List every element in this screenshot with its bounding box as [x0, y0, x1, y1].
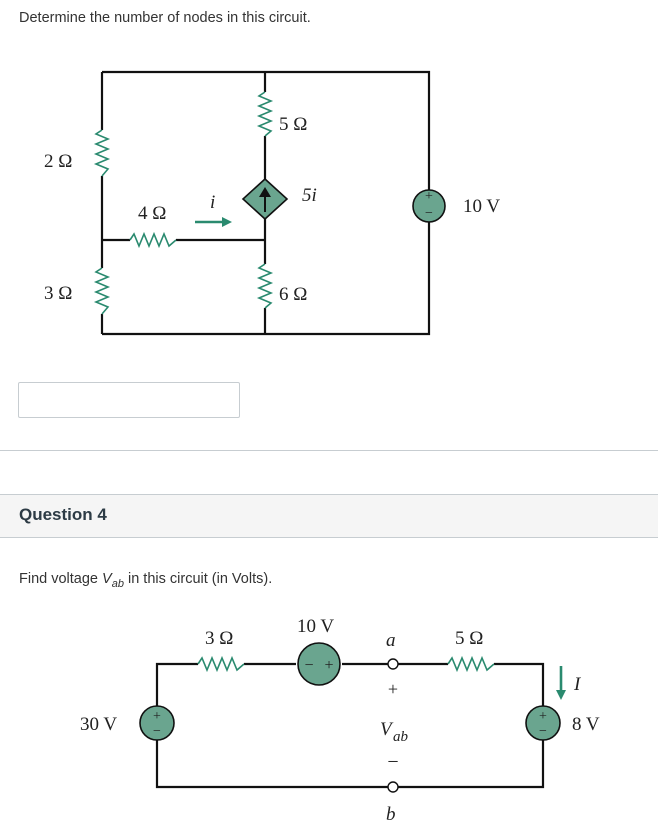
question3-prompt: Determine the number of nodes in this ci… [19, 10, 311, 26]
voltage-source-8v [525, 705, 561, 741]
label-10v: 10 V [463, 196, 500, 217]
label-current-i: i [210, 192, 215, 213]
vab-plus-sign: + [388, 679, 398, 699]
label-3ohm-q4: 3 Ω [205, 628, 233, 649]
label-10v-q4: 10 V [297, 616, 334, 637]
question3-circuit-diagram: + − 2 Ω 3 Ω 4 Ω 5 Ω 6 Ω 5i i 10 V [44, 70, 500, 336]
label-node-b: b [386, 804, 396, 825]
question3-answer-input[interactable] [18, 382, 240, 418]
resistor-2ohm [93, 129, 111, 177]
label-30v: 30 V [80, 714, 117, 735]
voltage-source-10v [412, 189, 446, 223]
label-6ohm: 6 Ω [279, 284, 307, 305]
label-5ohm-q4: 5 Ω [455, 628, 483, 649]
label-4ohm: 4 Ω [138, 203, 166, 224]
vab-minus-sign: − [387, 751, 398, 773]
v1-plus-sign: + [324, 657, 333, 674]
question4-header: Question 4 [0, 494, 658, 538]
question4-prompt: Find voltage Vab in this circuit (in Vol… [19, 571, 272, 590]
resistor-3ohm-q4 [197, 655, 245, 673]
resistor-3ohm [93, 267, 111, 315]
vsource-minus-sign: − [425, 206, 433, 221]
current-arrow-I [556, 666, 566, 700]
resistor-4ohm [129, 231, 177, 249]
v30-plus-sign: + [153, 709, 161, 724]
resistor-5ohm-q4 [447, 655, 495, 673]
v30-minus-sign: − [153, 724, 161, 739]
label-5ohm: 5 Ω [279, 114, 307, 135]
prompt-var: V [102, 571, 112, 587]
prompt-sub: ab [111, 577, 124, 590]
voltage-source-30v [139, 705, 175, 741]
v8-plus-sign: + [539, 709, 547, 724]
label-node-a: a [386, 630, 396, 651]
circuit2-wires [155, 662, 545, 789]
label-5i: 5i [302, 185, 317, 206]
current-arrow-i [195, 217, 232, 227]
question4-circuit-diagram: − + + − + − 3 Ω 10 V a 5 Ω I 30 V 8 V + … [80, 616, 600, 825]
terminal-b [387, 781, 399, 793]
v1-minus-sign: − [304, 657, 313, 674]
resistor-6ohm [256, 263, 274, 309]
label-3ohm: 3 Ω [44, 283, 72, 304]
label-current-I: I [573, 674, 582, 695]
prompt-post: in this circuit (in Volts). [123, 571, 273, 587]
prompt-pre: Find voltage [19, 571, 103, 587]
section-divider [0, 450, 658, 451]
terminal-a [387, 658, 399, 670]
v8-minus-sign: − [539, 724, 547, 739]
voltage-source-10v-q4 [297, 642, 341, 686]
vsource-plus-sign: + [425, 189, 433, 204]
resistor-5ohm [256, 91, 274, 137]
label-2ohm: 2 Ω [44, 151, 72, 172]
label-8v: 8 V [572, 714, 600, 735]
label-vab-sub: ab [393, 729, 409, 745]
dependent-current-source [241, 177, 289, 221]
circuit1-wires [100, 70, 431, 336]
question4-title: Question 4 [19, 505, 107, 524]
label-vab-var: V [380, 719, 394, 740]
